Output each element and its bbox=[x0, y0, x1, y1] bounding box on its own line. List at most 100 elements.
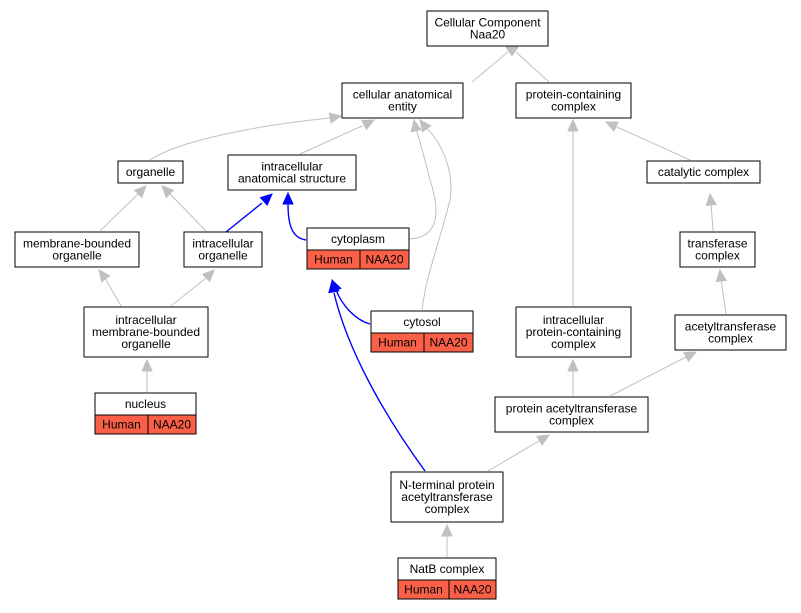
node-box bbox=[515, 82, 632, 119]
graph-edge bbox=[330, 278, 371, 325]
edge-arrowhead bbox=[98, 269, 111, 283]
edge-line bbox=[487, 440, 540, 472]
node-box bbox=[679, 231, 756, 268]
edge-line bbox=[225, 202, 263, 233]
edge-line bbox=[333, 292, 426, 472]
graph-edge bbox=[299, 119, 376, 155]
node-label-line: intracellular bbox=[261, 160, 322, 174]
edge-arrowhead bbox=[410, 118, 422, 133]
graph-edge bbox=[567, 118, 579, 306]
graph-edge bbox=[567, 358, 579, 396]
edge-arrowhead bbox=[567, 358, 579, 372]
node-box bbox=[674, 314, 787, 351]
annotation-gene: NAA20 bbox=[153, 418, 191, 432]
graph-edge bbox=[149, 112, 343, 161]
edge-line bbox=[99, 193, 139, 232]
annotation-gene-cell bbox=[448, 579, 497, 600]
edge-arrowhead bbox=[683, 351, 698, 363]
annotation-gene-cell bbox=[359, 249, 410, 270]
node-label-line: complex bbox=[425, 502, 470, 516]
annotation-gene-cell bbox=[147, 414, 197, 435]
node-label-line: organelle bbox=[121, 337, 171, 351]
annotation-gene: NAA20 bbox=[365, 253, 403, 267]
node-label-line: N-terminal protein bbox=[399, 478, 494, 492]
edge-arrowhead bbox=[201, 269, 215, 283]
edge-line bbox=[149, 117, 331, 161]
edge-line bbox=[170, 277, 207, 307]
node-box bbox=[426, 10, 549, 47]
node-label-line: catalytic complex bbox=[658, 165, 749, 179]
node-label-line: intracellular bbox=[192, 237, 253, 251]
node-label-line: Naa20 bbox=[470, 28, 506, 42]
node-label-line: organelle bbox=[52, 249, 102, 263]
edge-arrowhead bbox=[536, 434, 551, 446]
node-label-line: protein-containing bbox=[526, 325, 621, 339]
node-label-line: entity bbox=[388, 100, 417, 114]
edge-arrowhead bbox=[567, 118, 579, 132]
graph-edge bbox=[441, 523, 453, 557]
node-box bbox=[117, 160, 184, 184]
node-box bbox=[83, 306, 209, 358]
edge-line bbox=[616, 126, 691, 161]
node-label-line: complex bbox=[695, 249, 740, 263]
graph-edge bbox=[170, 269, 215, 307]
edge-line bbox=[408, 129, 437, 240]
node-label-line: complex bbox=[551, 337, 596, 351]
node-label-line: cytosol bbox=[403, 315, 440, 329]
node-label-line: cytoplasm bbox=[331, 232, 385, 246]
edge-line bbox=[471, 51, 509, 83]
edge-arrowhead bbox=[133, 185, 147, 199]
graph-edge bbox=[99, 185, 147, 232]
node-label-line: transferase bbox=[687, 237, 747, 251]
node-box bbox=[341, 82, 464, 119]
go-term-node-catalytic-complex[interactable]: catalytic complex bbox=[646, 160, 761, 184]
edge-line bbox=[299, 125, 363, 155]
node-label-line: anatomical structure bbox=[238, 172, 346, 186]
node-label-line: Cellular Component bbox=[434, 16, 541, 30]
edge-line bbox=[515, 51, 550, 83]
node-box bbox=[515, 306, 632, 358]
go-term-node-organelle[interactable]: organelle bbox=[117, 160, 184, 184]
node-label-line: nucleus bbox=[125, 397, 166, 411]
node-label-line: intracellular bbox=[115, 313, 176, 327]
edge-line bbox=[710, 202, 714, 232]
edge-line bbox=[720, 278, 727, 315]
node-label-line: acetyltransferase bbox=[401, 490, 493, 504]
graph-edge bbox=[282, 191, 307, 241]
node-box bbox=[390, 471, 504, 523]
node-box bbox=[227, 154, 357, 191]
graph-edge bbox=[225, 193, 273, 233]
node-box bbox=[183, 231, 263, 268]
go-term-node-n-terminal-protein-acetyltransferase-complex[interactable]: N-terminal proteinacetyltransferasecompl… bbox=[390, 471, 504, 523]
node-label-line: organelle bbox=[198, 249, 248, 263]
graph-edge bbox=[161, 185, 207, 232]
node-label-line: protein-containing bbox=[526, 88, 621, 102]
annotation-species: Human bbox=[314, 253, 353, 267]
edge-arrowhead bbox=[604, 121, 619, 133]
annotation-gene-cell bbox=[423, 332, 474, 353]
edge-arrowhead bbox=[328, 112, 343, 124]
edge-line bbox=[169, 193, 207, 232]
edge-arrowhead bbox=[715, 268, 728, 283]
edge-arrowhead bbox=[441, 523, 453, 537]
node-label-line: membrane-bounded bbox=[92, 325, 200, 339]
edge-line bbox=[335, 289, 371, 325]
node-box bbox=[494, 396, 649, 433]
